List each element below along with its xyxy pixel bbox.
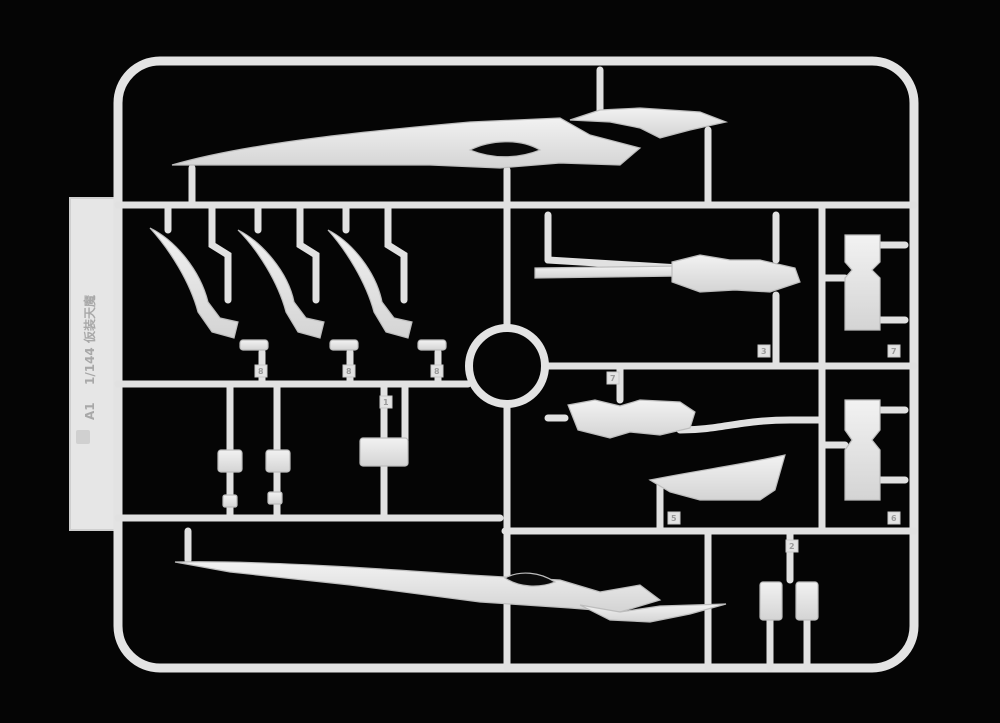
runner-gates [114, 66, 918, 672]
joint-parts [217, 437, 819, 621]
part-tag: 7 [610, 374, 616, 383]
tab-logo-icon [76, 430, 90, 444]
part-tag: 8 [434, 367, 440, 376]
center-ring [465, 324, 549, 408]
rod-part [534, 254, 801, 293]
runner-title-text: 1/144 仮装天魔 [82, 294, 97, 385]
hex-parts [844, 234, 881, 501]
part-tag: 5 [671, 514, 677, 523]
top-sword-part [171, 107, 729, 169]
claw-parts [149, 227, 447, 351]
part-tag: 7 [891, 347, 897, 356]
bottom-sword-part [174, 561, 727, 623]
part-number-tags [254, 344, 901, 553]
part-tag: 8 [258, 367, 264, 376]
part-tag: 3 [761, 347, 767, 356]
part-tag: 6 [891, 514, 897, 523]
runner-code-text: A1 [83, 402, 97, 420]
part-tag: 2 [789, 542, 795, 551]
part-tag: 8 [346, 367, 352, 376]
part-tag: 1 [383, 398, 389, 407]
center-armor-parts [567, 399, 786, 501]
